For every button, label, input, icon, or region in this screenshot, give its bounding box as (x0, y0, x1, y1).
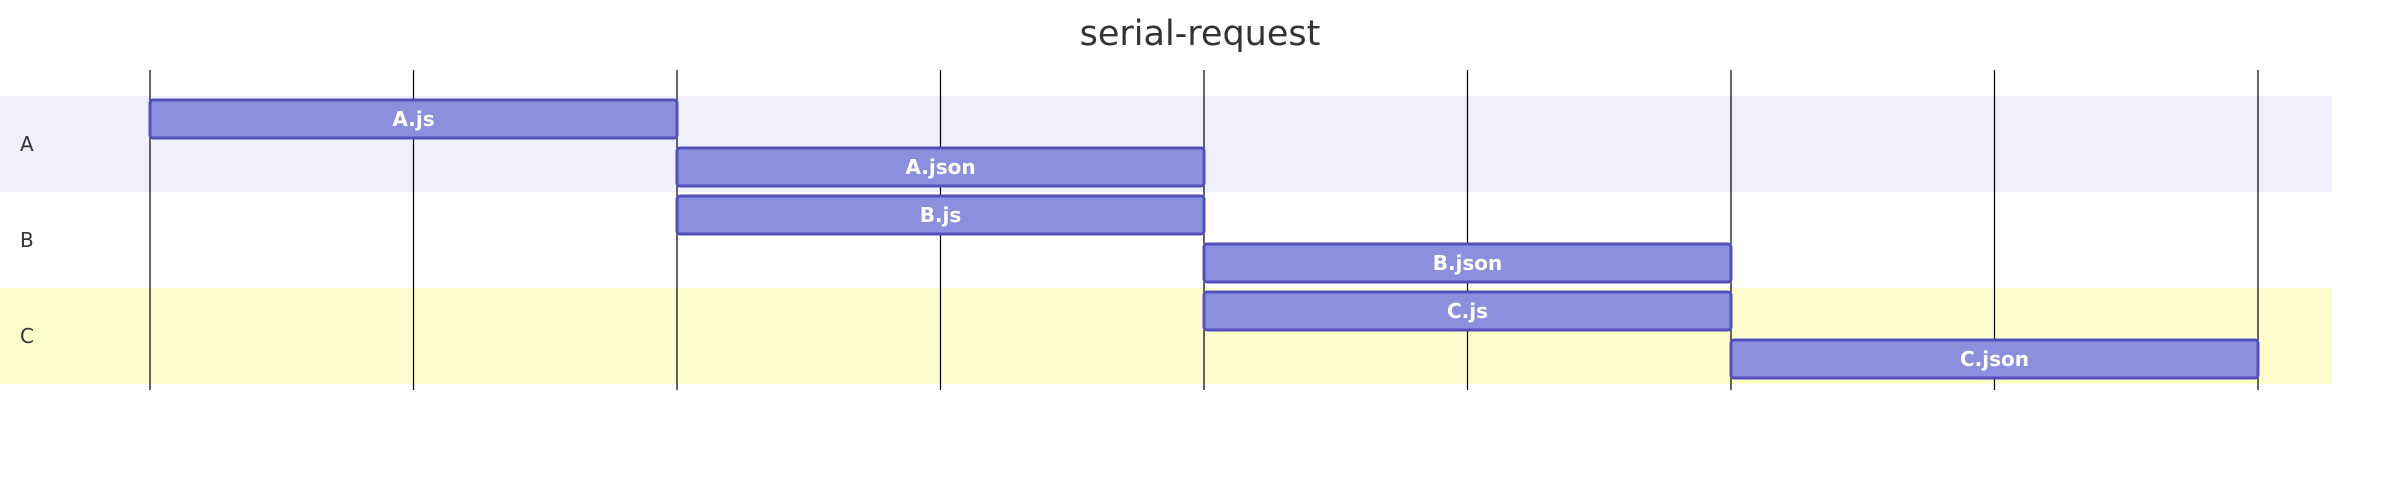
task-label: A.json (905, 155, 975, 179)
section-label-a: A (20, 132, 34, 156)
section-label-b: B (20, 228, 34, 252)
task-label: B.js (920, 203, 962, 227)
task-label: B.json (1433, 251, 1503, 275)
task-label: C.json (1960, 347, 2029, 371)
task-rect[interactable] (1202, 290, 1733, 332)
task-bar-c-js[interactable]: C.js (1202, 290, 1733, 332)
task-bar-b-js[interactable]: B.js (675, 194, 1206, 236)
task-bar-c-json[interactable]: C.json (1729, 338, 2260, 380)
chart-title: serial-request (1079, 14, 1321, 54)
task-bar-a-js[interactable]: A.js (148, 98, 679, 140)
section-label-c: C (20, 324, 34, 348)
task-rect[interactable] (1202, 242, 1733, 284)
task-rect[interactable] (1729, 338, 2260, 380)
task-bar-a-json[interactable]: A.json (675, 146, 1206, 188)
task-rect[interactable] (148, 98, 679, 140)
task-label: C.js (1447, 299, 1488, 323)
task-bar-b-json[interactable]: B.json (1202, 242, 1733, 284)
task-label: A.js (392, 107, 434, 131)
task-rect[interactable] (675, 146, 1206, 188)
task-rect[interactable] (675, 194, 1206, 236)
section-labels: A B C (20, 132, 34, 348)
